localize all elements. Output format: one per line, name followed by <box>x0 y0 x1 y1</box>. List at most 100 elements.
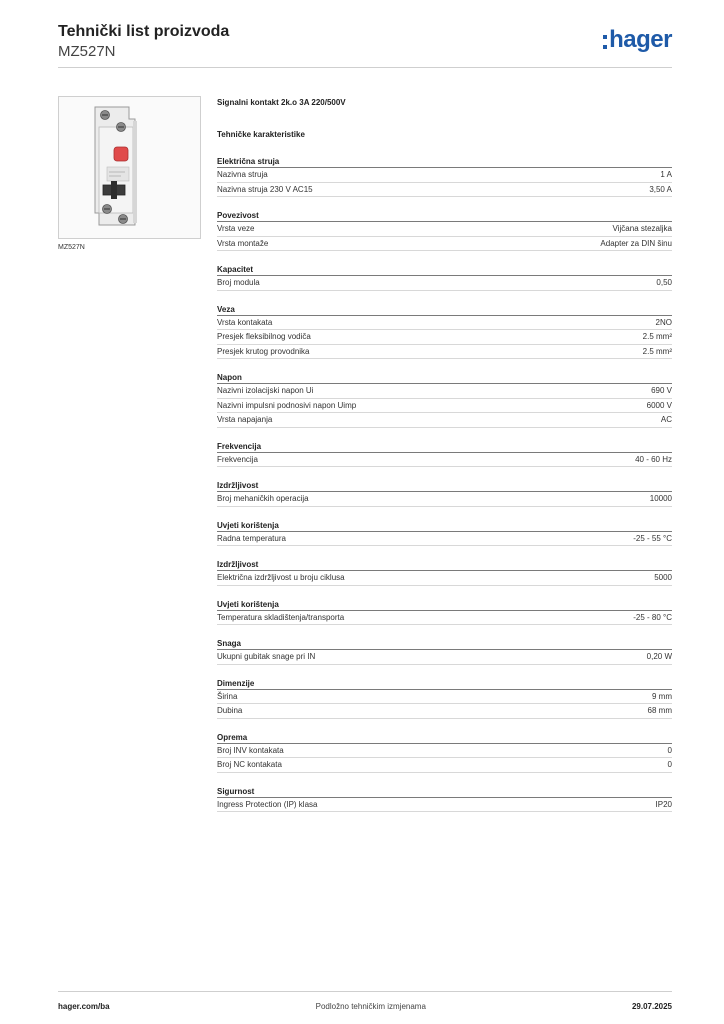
spec-row: Frekvencija 40 - 60 Hz <box>217 453 672 467</box>
spec-row: Dubina 68 mm <box>217 704 672 719</box>
spec-group-title: Veza <box>217 303 672 316</box>
spec-label: Frekvencija <box>217 454 258 464</box>
spec-row: Broj modula 0,50 <box>217 276 672 291</box>
spec-value: -25 - 80 °C <box>633 612 672 622</box>
spec-row: Ukupni gubitak snage pri IN 0,20 W <box>217 650 672 665</box>
spec-row: Nazivna struja 1 A <box>217 168 672 183</box>
spec-value: 2NO <box>655 317 672 327</box>
spec-value: 2.5 mm² <box>642 346 672 356</box>
product-name: Signalni kontakt 2k.o 3A 220/500V <box>217 98 346 107</box>
spec-label: Radna temperatura <box>217 533 286 543</box>
spec-row: Vrsta veze Vijčana stezaljka <box>217 222 672 237</box>
document-title: Tehnički list proizvoda <box>58 23 230 40</box>
spec-row: Vrsta montaže Adapter za DIN šinu <box>217 237 672 251</box>
spec-label: Nazivni izolacijski napon Ui <box>217 386 314 395</box>
spec-row: Presjek fleksibilnog vodiča 2.5 mm² <box>217 330 672 345</box>
spec-group-title: Izdržljivost <box>217 479 672 492</box>
spec-label: Broj NC kontakata <box>217 760 282 769</box>
spec-row: Širina 9 mm <box>217 690 672 704</box>
spec-value: 6000 V <box>646 400 672 410</box>
spec-label: Vrsta kontakata <box>217 317 273 327</box>
spec-row: Nazivni izolacijski napon Ui 690 V <box>217 384 672 399</box>
spec-label: Nazivna struja 230 V AC15 <box>217 184 313 194</box>
spec-value: 0,50 <box>656 278 672 287</box>
spec-value: Vijčana stezaljka <box>612 224 672 233</box>
spec-value: 40 - 60 Hz <box>635 454 672 464</box>
footer-website: hager.com/ba <box>58 1002 110 1011</box>
spec-group-title: Sigurnost <box>217 785 672 798</box>
spec-label: Presjek fleksibilnog vodiča <box>217 332 311 341</box>
spec-row: Vrsta kontakata 2NO <box>217 316 672 330</box>
spec-group-title: Dimenzije <box>217 677 672 690</box>
spec-value: 10000 <box>649 494 672 503</box>
spec-row: Vrsta napajanja AC <box>217 413 672 428</box>
image-caption: MZ527N <box>58 244 85 251</box>
spec-row: Ingress Protection (IP) klasa IP20 <box>217 798 672 812</box>
spec-value: IP20 <box>655 799 672 809</box>
logo-wordmark: hager <box>609 26 672 53</box>
spec-label: Električna izdržljivost u broju ciklusa <box>217 573 345 582</box>
spec-group-title: Napon <box>217 371 672 384</box>
logo-dots-icon <box>603 35 608 49</box>
page-header: Tehnički list proizvoda MZ527N hager <box>58 20 672 68</box>
spec-label: Dubina <box>217 706 243 715</box>
auxiliary-contact-module-picture <box>59 97 200 238</box>
spec-value: 1 A <box>660 170 672 179</box>
spec-label: Temperatura skladištenja/transporta <box>217 612 345 622</box>
spec-value: 68 mm <box>647 706 672 715</box>
product-image <box>58 96 201 239</box>
spec-value: 9 mm <box>652 691 672 701</box>
spec-value: AC <box>660 415 672 424</box>
spec-value: Adapter za DIN šinu <box>600 238 672 248</box>
spec-group-title: Izdržljivost <box>217 558 672 571</box>
spec-value: 2.5 mm² <box>642 332 672 341</box>
spec-label: Vrsta napajanja <box>217 415 273 424</box>
spec-row: Temperatura skladištenja/transporta -25 -… <box>217 611 672 625</box>
footer-date: 29.07.2025 <box>631 1002 672 1011</box>
spec-value: 0 <box>667 760 672 769</box>
spec-value: 0 <box>667 745 672 755</box>
spec-label: Broj modula <box>217 278 260 287</box>
spec-value: 5000 <box>654 573 672 582</box>
spec-value: 690 V <box>651 386 672 395</box>
spec-group-title: Kapacitet <box>217 263 672 276</box>
spec-label: Ingress Protection (IP) klasa <box>217 799 318 809</box>
spec-label: Vrsta montaže <box>217 238 269 248</box>
spec-row: Nazivna struja 230 V AC15 3,50 A <box>217 183 672 197</box>
spec-label: Nazivna struja <box>217 170 268 179</box>
spec-group-title: Povezivost <box>217 209 672 222</box>
spec-row: Broj INV kontakata 0 <box>217 744 672 758</box>
spec-row: Radna temperatura -25 - 55 °C <box>217 532 672 546</box>
spec-row: Broj NC kontakata 0 <box>217 758 672 773</box>
page-footer: hager.com/ba Podložno tehničkim izmjenam… <box>58 991 672 1011</box>
footer-notice: Podložno tehničkim izmjenama <box>315 1002 426 1011</box>
spec-label: Vrsta veze <box>217 224 255 233</box>
spec-group-title: Električna struja <box>217 155 672 168</box>
spec-label: Ukupni gubitak snage pri IN <box>217 652 316 661</box>
spec-value: 3,50 A <box>649 184 672 194</box>
spec-value: -25 - 55 °C <box>633 533 672 543</box>
spec-row: Nazivni impulsni podnosivi napon Uimp 600… <box>217 399 672 413</box>
spec-label: Širina <box>217 691 238 701</box>
spec-value: 0,20 W <box>646 652 672 661</box>
spec-label: Nazivni impulsni podnosivi napon Uimp <box>217 400 357 410</box>
spec-label: Broj INV kontakata <box>217 745 284 755</box>
spec-group-title: Snaga <box>217 637 672 650</box>
hager-logo: hager <box>603 26 672 54</box>
spec-row: Električna izdržljivost u broju ciklusa 5… <box>217 571 672 586</box>
